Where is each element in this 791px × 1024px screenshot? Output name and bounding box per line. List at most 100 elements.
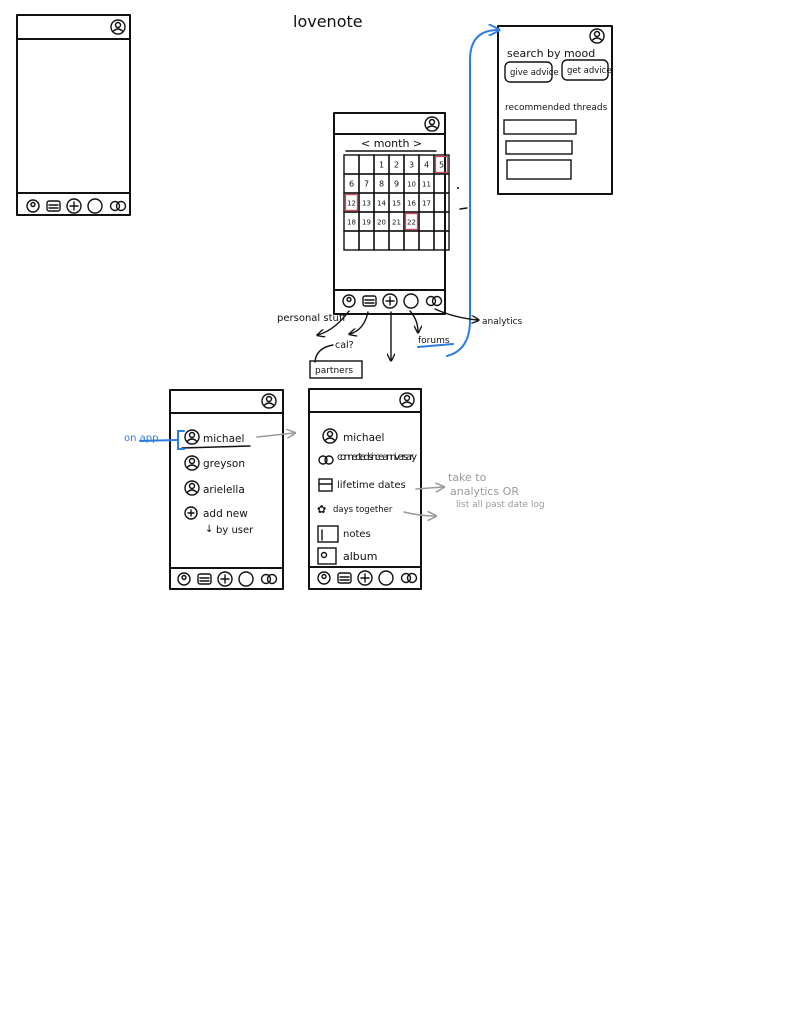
calendar-day: 10 — [407, 181, 416, 189]
bottom-nav-icons — [177, 571, 278, 587]
calendar-day: 6 — [349, 180, 354, 189]
app-title: lovenote — [293, 12, 363, 31]
bottom-nav-icons — [26, 198, 127, 214]
calendar-day: 20 — [377, 219, 386, 227]
cal-to-partners — [314, 344, 334, 363]
avatar — [184, 480, 200, 496]
calendar-day: 12 — [347, 200, 356, 208]
bottom-nav-icons — [342, 293, 443, 309]
personal-label: personal stuff — [277, 313, 347, 324]
album-icon — [317, 547, 337, 565]
thread-item[interactable] — [503, 119, 577, 135]
partner-detail-screen: michael connected since anniversary life… — [308, 388, 422, 590]
profile-icon — [399, 392, 415, 408]
calendar-cell[interactable] — [418, 211, 435, 232]
calendar-cell[interactable] — [343, 230, 360, 251]
search-by-mood[interactable]: search by mood — [507, 47, 595, 60]
note-line-3: list all past date log — [456, 500, 545, 510]
highlighted-day-marker — [344, 193, 359, 212]
detail-arrow — [256, 433, 294, 437]
avatar — [184, 429, 200, 445]
thread-item[interactable] — [506, 159, 572, 180]
svg-text:↓: ↓ — [205, 524, 213, 535]
calendar-day: 21 — [392, 219, 401, 227]
get-advice-label: get advice — [567, 66, 612, 76]
calendar-cell[interactable] — [358, 154, 375, 175]
avatar — [184, 455, 200, 471]
rings-icon — [318, 455, 328, 465]
calendar-cell[interactable] — [433, 230, 450, 251]
calendar-cell[interactable] — [433, 173, 450, 194]
on-app-label: on app — [124, 433, 158, 444]
calendar-day: 9 — [394, 180, 399, 189]
notes-icon — [317, 525, 339, 543]
partners-box — [309, 360, 363, 379]
days-together[interactable]: days together — [333, 505, 393, 515]
recommended-threads-heading: recommended threads — [505, 103, 608, 113]
highlighted-day-marker — [434, 155, 449, 174]
note-line-2: analytics OR — [450, 485, 519, 498]
calendar-day: 7 — [364, 180, 369, 189]
calendar-day: 19 — [362, 219, 371, 227]
highlighted-day-marker — [404, 212, 419, 231]
calendar-cell[interactable] — [433, 211, 450, 232]
calendar-cell[interactable] — [418, 230, 435, 251]
note-line-1: take to — [448, 471, 487, 484]
blank-screen — [16, 14, 131, 216]
thread-item[interactable] — [505, 140, 573, 155]
connected-since: connected since anniversary — [337, 452, 417, 463]
avatar — [322, 428, 338, 444]
partner-greyson[interactable]: greyson — [203, 458, 245, 470]
calendar-cell[interactable] — [358, 230, 375, 251]
get-advice-button[interactable] — [561, 59, 609, 81]
partners-label: partners — [315, 366, 353, 376]
calendar-cell[interactable] — [403, 230, 420, 251]
cal-label: cal? — [335, 340, 354, 351]
notes-item[interactable]: notes — [343, 529, 371, 540]
calendar-day: 8 — [379, 180, 384, 189]
partners-screen: michael greyson arielella add new ↓ by u… — [124, 389, 284, 590]
star-icon: ✿ — [317, 503, 326, 516]
calendar-day: 22 — [407, 219, 416, 227]
calendar-day: 18 — [347, 219, 356, 227]
profile-icon — [110, 19, 126, 35]
calendar-day: 15 — [392, 200, 401, 208]
partner-michael[interactable]: michael — [203, 433, 244, 445]
profile-icon — [261, 393, 277, 409]
personal-arrow — [318, 310, 350, 335]
calendar-day: 11 — [422, 181, 431, 189]
add-new-item[interactable]: add new — [203, 508, 248, 520]
add-icon — [184, 506, 198, 520]
calendar-cell[interactable] — [433, 192, 450, 213]
calendar-day: 2 — [394, 161, 399, 170]
calendar-cell[interactable] — [343, 154, 360, 175]
calendar-day: 3 — [409, 161, 414, 170]
cal-arrow — [350, 311, 369, 334]
forums-screen: search by mood give advice get advice re… — [497, 25, 613, 195]
profile-icon — [589, 28, 605, 44]
lifetime-dates[interactable]: lifetime dates — [337, 480, 406, 491]
add-by-user-label: by user — [216, 525, 254, 536]
album-item[interactable]: album — [343, 550, 377, 563]
calendar-day: 16 — [407, 200, 416, 208]
forums-flow-arrow — [446, 30, 498, 357]
forums-label: forums — [418, 336, 450, 346]
profile-icon — [424, 116, 440, 132]
give-advice-button[interactable] — [504, 61, 553, 83]
analytics-arrow — [434, 308, 478, 320]
calendar-cell[interactable] — [388, 230, 405, 251]
partner-arielella[interactable]: arielella — [203, 484, 245, 496]
calendar-cell[interactable] — [373, 230, 390, 251]
lifetime-arrow — [415, 487, 443, 489]
month-selector[interactable]: < month > — [361, 137, 422, 150]
calendar-day: 14 — [377, 200, 386, 208]
analytics-label: analytics — [482, 317, 523, 327]
calendar-day: 4 — [424, 161, 429, 170]
forums-arrow — [409, 310, 418, 332]
partner-name: michael — [343, 432, 384, 444]
calendar-day: 17 — [422, 200, 431, 208]
calendar-icon — [318, 478, 333, 492]
days-arrow — [403, 512, 435, 516]
